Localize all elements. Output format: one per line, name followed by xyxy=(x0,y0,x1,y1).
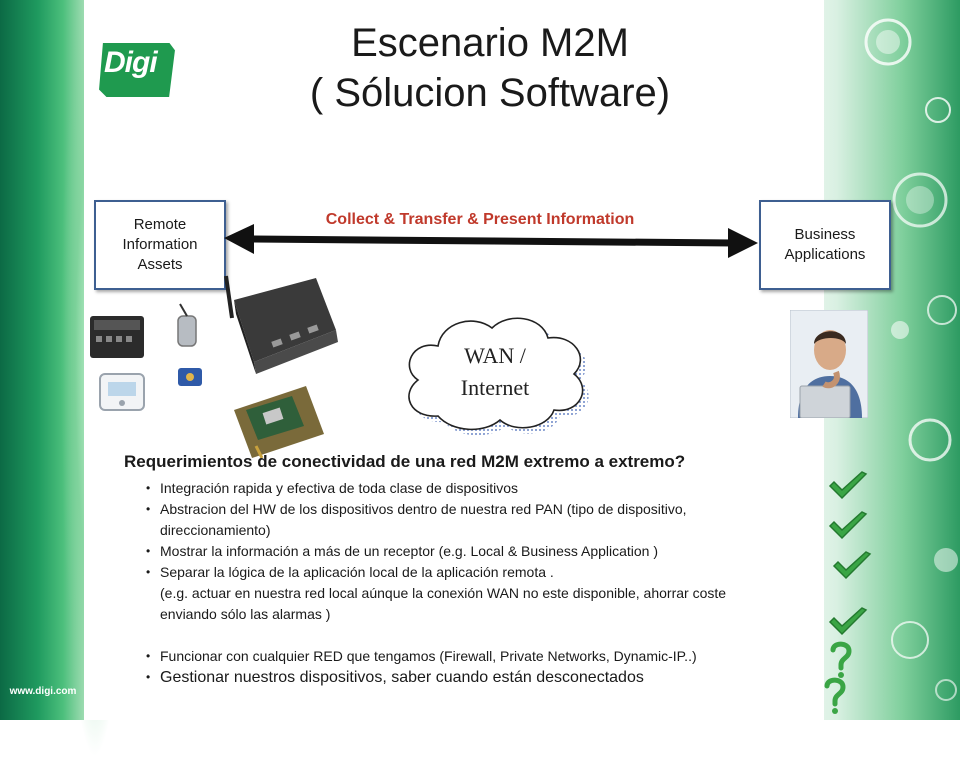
list-item: Mostrar la información a más de un recep… xyxy=(146,541,828,562)
circuit-board-icon xyxy=(234,386,324,459)
router-gateway-icon xyxy=(224,275,338,374)
business-applications-box: Business Applications xyxy=(759,200,891,290)
list-item-continuation: direccionamiento) xyxy=(160,522,271,538)
title-line-1: Escenario M2M xyxy=(351,21,629,65)
cloud-label-line-2: Internet xyxy=(460,375,530,400)
list-item: Separar la lógica de la aplicación local… xyxy=(146,562,828,583)
requirements-list: Integración rapida y efectiva de toda cl… xyxy=(146,478,828,688)
slide-title: Escenario M2M ( Sólucion Software) xyxy=(230,18,750,118)
remote-box-line-1: Remote xyxy=(133,216,187,233)
footer-url[interactable]: www.digi.com xyxy=(9,686,77,697)
check-icon xyxy=(828,511,868,540)
check-icon xyxy=(828,471,868,500)
cloud-icon xyxy=(408,317,589,436)
small-sensor-icon xyxy=(178,368,202,386)
cloud-label-line-1: WAN / xyxy=(464,343,526,368)
list-item-continuation: enviando sólo las alarmas ) xyxy=(160,606,331,622)
cloud-label: WAN / Internet xyxy=(430,340,560,404)
title-line-2: ( Sólucion Software) xyxy=(309,71,671,115)
sensor-probe-icon xyxy=(177,303,197,347)
list-item: Funcionar con cualquier RED que tengamos… xyxy=(146,646,828,667)
business-person-photo xyxy=(790,310,868,418)
business-box-line-2: Applications xyxy=(784,246,866,263)
list-item: Abstracion del HW de los dispositivos de… xyxy=(146,499,828,520)
question-icon xyxy=(830,641,852,678)
business-box-line-1: Business xyxy=(794,226,856,243)
devices-illustration xyxy=(90,275,338,459)
bokeh-circles-decoration xyxy=(864,18,958,701)
question-icon xyxy=(824,677,846,714)
remote-information-assets-box: Remote Information Assets xyxy=(94,200,226,290)
thermostat-icon xyxy=(99,373,145,411)
list-item-continuation: (e.g. actuar en nuestra red local aúnque… xyxy=(160,585,727,601)
remote-box-line-3: Assets xyxy=(137,256,183,273)
check-icon xyxy=(828,607,868,636)
list-item: Gestionar nuestros dispositivos, saber c… xyxy=(146,667,828,688)
double-arrow-icon xyxy=(224,224,758,258)
remote-box-line-2: Information xyxy=(122,236,198,253)
list-spacer xyxy=(148,625,828,646)
list-item: Integración rapida y efectiva de toda cl… xyxy=(146,478,828,499)
arrow-label: Collect & Transfer & Present Information xyxy=(325,211,635,228)
check-icon xyxy=(832,551,872,580)
plc-module-icon xyxy=(90,316,144,358)
requirements-heading: Requerimientos de conectividad de una re… xyxy=(124,452,686,471)
logo-text: Digi xyxy=(104,46,158,79)
digi-logo xyxy=(96,41,176,99)
